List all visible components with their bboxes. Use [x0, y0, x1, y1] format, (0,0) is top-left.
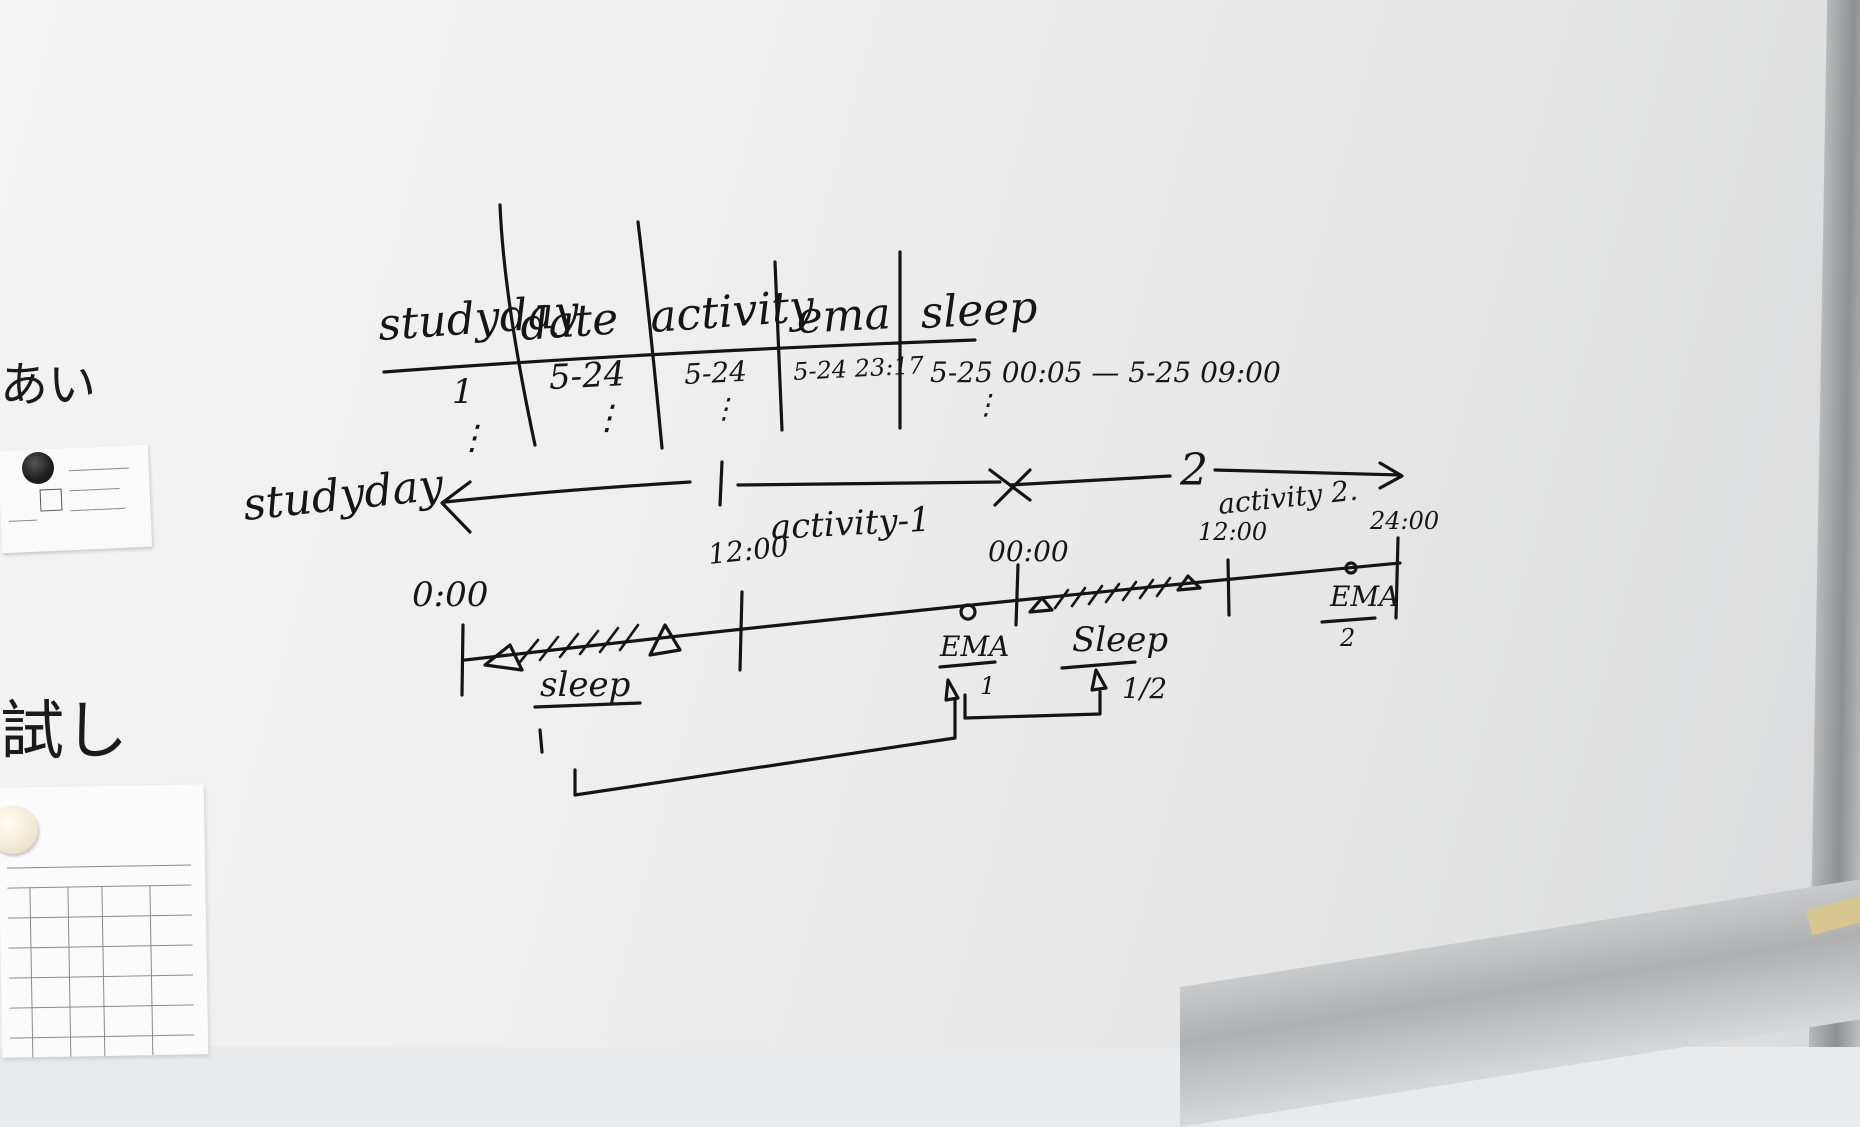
ema1-label: EMA: [940, 630, 1010, 663]
ema-point-icon: [1344, 561, 1358, 575]
magnet-icon: [22, 452, 54, 484]
sleep-end-triangle-icon: [648, 623, 682, 657]
cell-date: 5-24: [547, 354, 627, 398]
ema2-label: EMA: [1330, 580, 1400, 613]
connector: [573, 698, 957, 797]
left-edge-text-top: あい: [0, 357, 97, 413]
ema1-num: 1: [980, 672, 996, 700]
tick-label-2400: 24:00: [1370, 507, 1440, 535]
label-underline: [1320, 616, 1377, 624]
ellipsis-mark: ⋮: [710, 392, 738, 425]
sleep-end-triangle-icon: [1176, 574, 1202, 592]
marker-strokes: [382, 203, 1404, 797]
connector: [538, 728, 544, 754]
day1-mark: [718, 460, 724, 507]
ema-point-icon: [959, 603, 977, 621]
studyday-axis-line: [1008, 474, 1172, 487]
cell-activity: 5-24: [683, 354, 748, 391]
cell-sleep: 5-25 00:05 — 5-25 09:00: [930, 356, 1281, 389]
tick-2400: [1394, 536, 1400, 620]
sleep-hatch: [1053, 576, 1172, 610]
tick-0000-day2: [1014, 563, 1020, 627]
sleep-hatch: [518, 623, 640, 664]
studyday-axis-line: [1213, 468, 1402, 477]
whiteboard-surface: [0, 0, 1860, 1047]
arrow-left-icon: [440, 480, 472, 534]
tick-label-0000: 0:00: [412, 575, 489, 615]
arrow-up-icon: [1090, 668, 1108, 692]
header-date: date: [518, 293, 620, 351]
ellipsis-mark: ⋮: [972, 388, 1000, 421]
arrow-up-icon: [944, 678, 960, 702]
day-boundary-x-icon: [988, 468, 1032, 507]
connector: [963, 690, 1102, 720]
tick-label-1200-day2: 12:00: [1198, 518, 1268, 546]
tick-1200: [738, 590, 744, 672]
label-underline: [1060, 660, 1137, 670]
header-underline: [382, 338, 977, 374]
timeline-line: [463, 561, 1402, 662]
activity1-label: activity-1: [769, 499, 932, 548]
ellipsis-mark: ⋮: [455, 418, 489, 458]
cell-studyday: 1: [452, 372, 474, 412]
ellipsis-mark: ⋮: [590, 398, 624, 438]
tick-1200-day2: [1226, 558, 1231, 617]
header-ema: ema: [795, 288, 892, 344]
header-sleep: sleep: [919, 281, 1039, 339]
studyday-axis-line: [736, 480, 1002, 487]
sleep-start-triangle-icon: [1028, 596, 1054, 614]
day2-label: 2: [1180, 445, 1208, 496]
sleep-start-triangle-icon: [483, 643, 524, 672]
tick-0000: [460, 623, 465, 697]
studyday-axis-line: [443, 480, 692, 504]
fraction-label: 1/2: [1122, 672, 1168, 705]
sleep2-label: Sleep: [1072, 620, 1169, 660]
table-divider: [773, 260, 784, 432]
label-underline: [938, 660, 997, 669]
table-divider: [636, 220, 664, 450]
arrow-right-icon: [1378, 461, 1404, 490]
label-underline: [533, 701, 642, 709]
left-edge-text-bottom: 試し: [0, 695, 128, 769]
sleep1-label: sleep: [540, 665, 631, 705]
ema2-num: 2: [1340, 624, 1356, 652]
tick-label-0000-day2: 00:00: [988, 535, 1069, 568]
table-divider: [498, 203, 537, 447]
